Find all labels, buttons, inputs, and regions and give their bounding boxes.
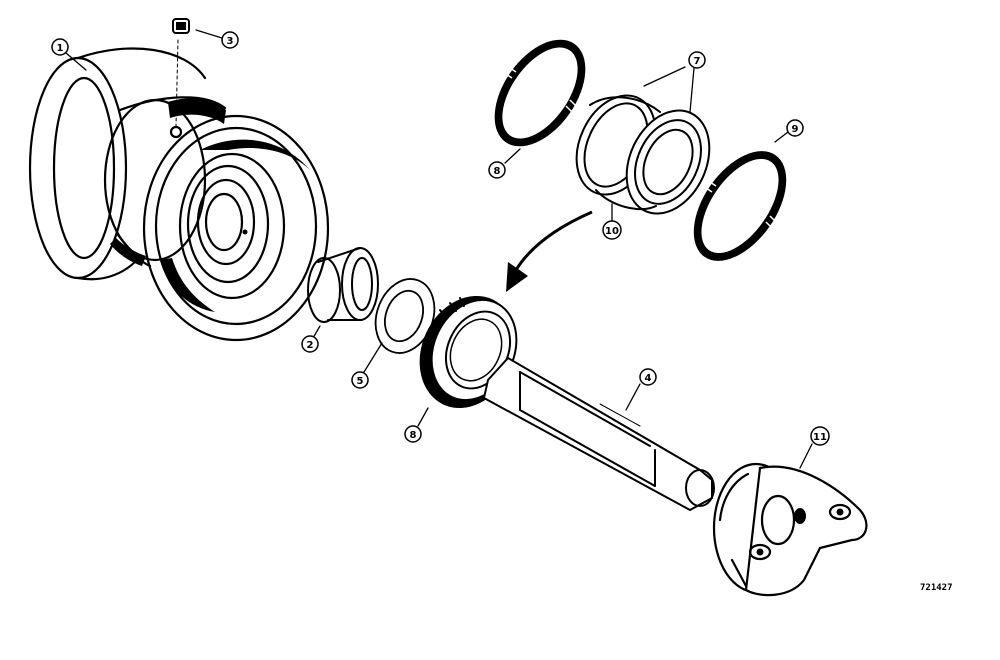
callout-2: 2 bbox=[301, 335, 319, 353]
seal-halves bbox=[575, 94, 711, 215]
svg-text:7: 7 bbox=[694, 56, 701, 67]
svg-text:8: 8 bbox=[494, 166, 501, 177]
callout-8-lower: 8 bbox=[404, 425, 422, 443]
callout-8-upper: 8 bbox=[488, 161, 506, 179]
svg-text:8: 8 bbox=[410, 430, 417, 441]
callout-3: 3 bbox=[221, 31, 239, 49]
shaft bbox=[482, 356, 715, 512]
o-ring-upper bbox=[494, 39, 586, 147]
callout-7: 7 bbox=[688, 51, 706, 69]
leader-lines bbox=[65, 29, 813, 469]
callout-1: 1 bbox=[51, 38, 69, 56]
o-ring-right bbox=[693, 151, 787, 261]
callout-9: 9 bbox=[786, 119, 804, 137]
callout-10: 10 bbox=[602, 220, 622, 240]
svg-text:11: 11 bbox=[813, 432, 827, 443]
callout-4: 4 bbox=[639, 368, 657, 386]
svg-text:4: 4 bbox=[645, 373, 652, 384]
roller-body bbox=[28, 39, 330, 342]
end-collar bbox=[712, 462, 868, 597]
callout-5: 5 bbox=[351, 371, 369, 389]
fill-plug bbox=[172, 18, 190, 34]
bushing bbox=[307, 247, 379, 323]
drawing-number: 721427 bbox=[920, 583, 953, 593]
assembly-arrow bbox=[506, 210, 593, 292]
svg-text:1: 1 bbox=[57, 43, 64, 54]
svg-text:10: 10 bbox=[605, 226, 619, 237]
callout-11: 11 bbox=[810, 426, 830, 446]
svg-text:3: 3 bbox=[227, 36, 234, 47]
svg-text:5: 5 bbox=[357, 376, 364, 387]
svg-text:9: 9 bbox=[792, 124, 799, 135]
svg-text:2: 2 bbox=[307, 340, 314, 351]
